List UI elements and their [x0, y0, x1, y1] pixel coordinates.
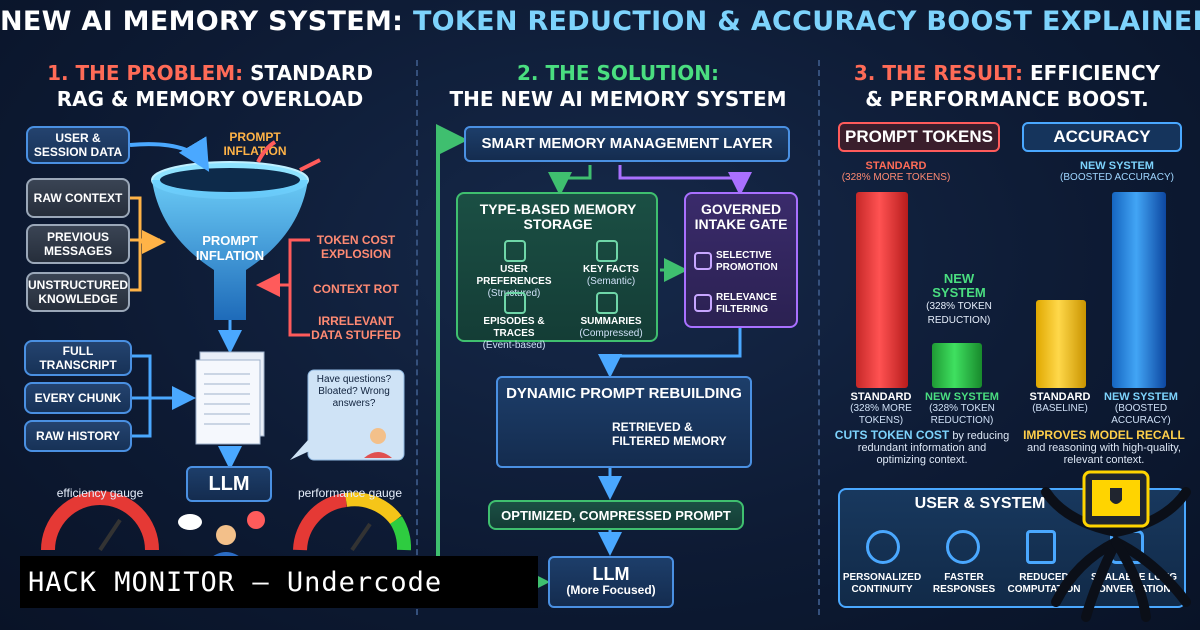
issue-token-cost: TOKEN COST EXPLOSION [316, 233, 396, 261]
person-icon [866, 530, 900, 564]
funnel-icon [151, 161, 309, 320]
person-icon [208, 525, 244, 560]
benefit-item: REDUCED COMPUTATION [1007, 572, 1081, 595]
efficiency-gauge-label: efficiency gauge [56, 486, 144, 500]
bar-tokens-standard [856, 192, 908, 388]
intake-gate-title: GOVERNED INTAKE GATE [694, 201, 788, 232]
input-unstructured-knowledge: UNSTRUCTURED KNOWLEDGE [26, 272, 130, 312]
issue-irrelevant-data: IRRELEVANT DATA STUFFED [311, 314, 401, 342]
benefit-item: FASTER RESPONSES [932, 572, 996, 595]
accuracy-new-top-label: NEW SYSTEM (BOOSTED ACCURACY) [1060, 160, 1174, 183]
memory-storage-box: TYPE-BASED MEMORY STORAGE USER PREFERENC… [456, 192, 658, 351]
gate-item: RELEVANCE FILTERING [716, 292, 777, 315]
watermark-banner: HACK MONITOR – Undercode [20, 556, 538, 608]
tokens-note: CUTS TOKEN COST by reducing redundant in… [834, 428, 1010, 466]
cube-icon [1026, 530, 1056, 564]
problem-heading: 1. THE PROBLEM: STANDARD RAG & MEMORY OV… [47, 61, 373, 111]
input-previous-messages: PREVIOUS MESSAGES [26, 224, 130, 264]
accuracy-tag: ACCURACY [1022, 122, 1182, 152]
bar-tokens-new [932, 343, 982, 388]
clock-icon [946, 530, 980, 564]
solution-heading: 2. THE SOLUTION: THE NEW AI MEMORY SYSTE… [449, 61, 787, 111]
tokens-new-label: NEW SYSTEM (328% TOKEN REDUCTION) [926, 271, 992, 327]
users-icon [504, 240, 526, 262]
intake-gate-box: GOVERNED INTAKE GATE SELECTIVE PROMOTION… [684, 192, 798, 328]
gate-item: SELECTIVE PROMOTION [716, 250, 778, 273]
speech-bubble-text: Have questions? Bloated? Wrong answers? [316, 374, 392, 409]
tokens-new-caption: NEW SYSTEM (328% TOKEN REDUCTION) [925, 391, 999, 426]
input-raw-context: RAW CONTEXT [26, 178, 130, 218]
chunk-raw-history: RAW HISTORY [24, 420, 132, 452]
storage-item: EPISODES & TRACES (Event-based) [482, 316, 546, 351]
performance-gauge-label: performance gauge [297, 486, 403, 500]
smart-memory-layer: SMART MEMORY MANAGEMENT LAYER [464, 126, 790, 162]
gauge-icon [293, 492, 412, 552]
network-icon [596, 240, 618, 262]
calendar-icon [504, 292, 526, 314]
tokens-standard-top-label: STANDARD (328% MORE TOKENS) [841, 160, 951, 183]
storage-item: KEY FACTS (Semantic) [583, 264, 639, 287]
document-stack-icon [195, 351, 265, 445]
page-title: NEW AI MEMORY SYSTEM: TOKEN REDUCTION & … [0, 6, 1200, 37]
prompt-rebuilding-box: DYNAMIC PROMPT REBUILDING [496, 376, 752, 468]
funnel-label: PROMPT INFLATION [195, 233, 265, 263]
input-user-session: USER & SESSION DATA [26, 126, 130, 164]
optimized-prompt-box: OPTIMIZED, COMPRESSED PROMPT [488, 500, 744, 530]
user-system-title: USER & SYSTEM [914, 495, 1046, 512]
question-icon [247, 511, 265, 529]
section-divider [818, 60, 820, 615]
bar-accuracy-new [1112, 192, 1166, 388]
prompt-rebuilding-title: DYNAMIC PROMPT REBUILDING [506, 385, 742, 402]
section-divider [416, 60, 418, 615]
checklist-icon [694, 252, 712, 270]
benefit-item: PERSONALIZED CONTINUITY [842, 572, 922, 595]
storage-item: SUMMARIES (Compressed) [579, 316, 643, 339]
robot-icon [1041, 470, 1191, 622]
issue-context-rot: CONTEXT ROT [313, 282, 399, 296]
accuracy-new-caption: NEW SYSTEM (BOOSTED ACCURACY) [1104, 391, 1178, 426]
filter-icon [694, 294, 712, 312]
result-heading: 3. THE RESULT: EFFICIENCY & PERFORMANCE … [853, 61, 1161, 111]
memory-storage-title: TYPE-BASED MEMORY STORAGE [479, 201, 637, 232]
accuracy-note: IMPROVES MODEL RECALL and reasoning with… [1023, 428, 1185, 466]
gauge-icon [41, 491, 159, 552]
document-icon [596, 292, 618, 314]
prompt-tokens-tag: PROMPT TOKENS [838, 122, 1000, 152]
accuracy-standard-caption: STANDARD (BASELINE) [1029, 391, 1091, 414]
tokens-standard-caption: STANDARD (328% MORE TOKENS) [850, 391, 912, 426]
bar-accuracy-standard [1036, 300, 1086, 388]
llm-box-problem: LLM [186, 466, 272, 502]
llm-box-solution: LLM (More Focused) [548, 556, 674, 608]
chunk-full-transcript: FULL TRANSCRIPT [24, 340, 132, 376]
person-icon [364, 428, 392, 458]
chunk-every-chunk: EVERY CHUNK [24, 382, 132, 414]
prompt-rebuilding-detail: RETRIEVED & FILTERED MEMORY [612, 420, 727, 448]
